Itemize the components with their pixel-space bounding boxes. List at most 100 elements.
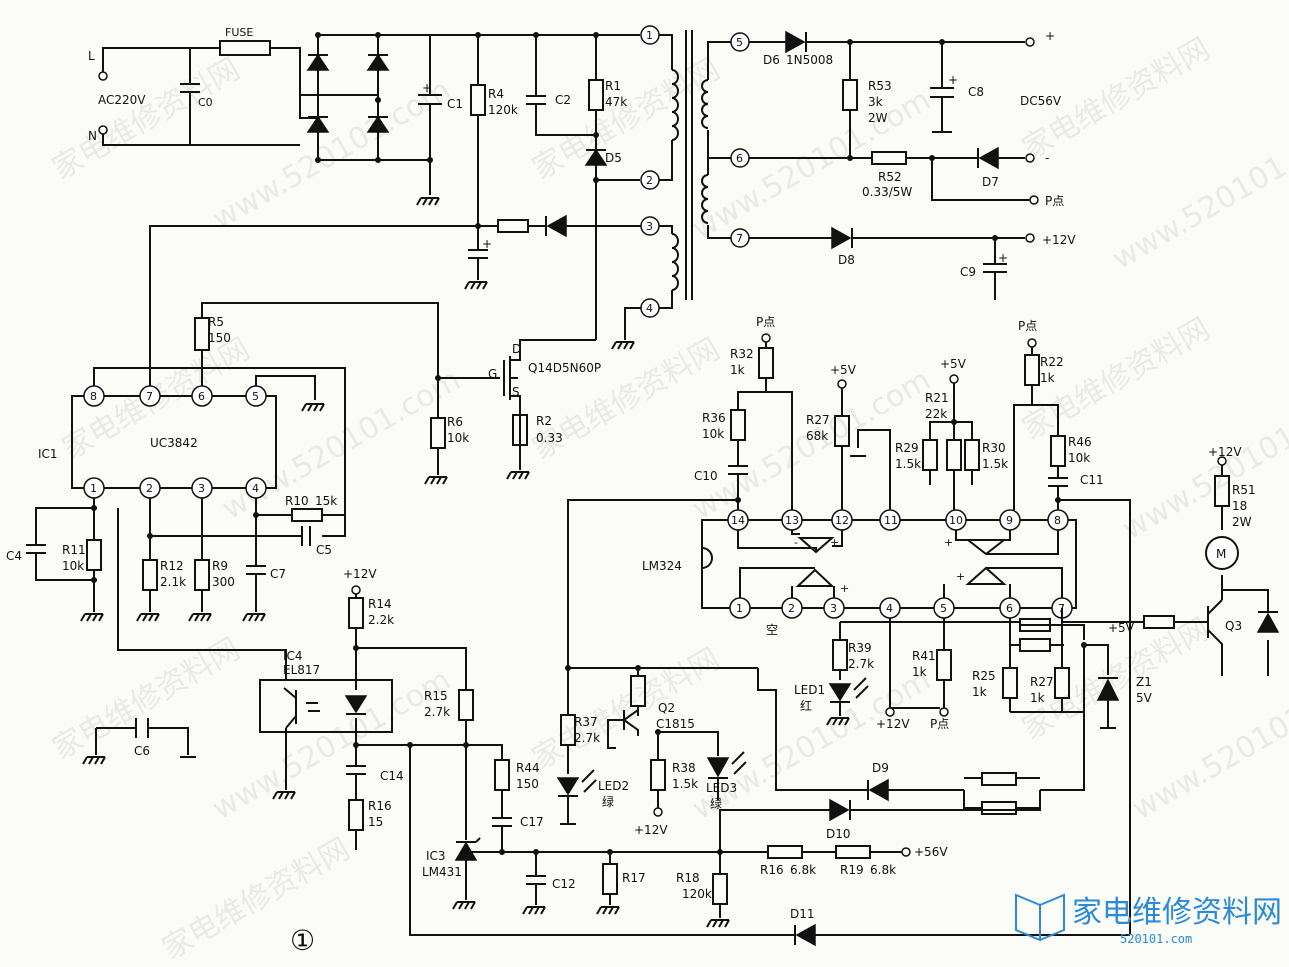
- component-label: C17: [520, 815, 544, 829]
- component-label: +12V: [634, 823, 668, 837]
- component-label: R12: [160, 559, 184, 573]
- component-label: 9: [1006, 514, 1013, 527]
- component-label: 2: [788, 602, 795, 615]
- component-label: +12V: [876, 717, 910, 731]
- component-label: 2.7k: [848, 657, 874, 671]
- secondary-side: 5 6 7 D6 1N5008 R53 3k 2W + C8 + DC56V R…: [701, 29, 1076, 300]
- component-label: 家电维修资料网: [527, 642, 726, 777]
- component-label: 22k: [925, 407, 947, 421]
- component-label: R2: [536, 414, 552, 428]
- component-label: C14: [380, 769, 404, 783]
- component-label: 3: [830, 602, 837, 615]
- component-label: 2.2k: [368, 613, 394, 627]
- component-label: C8: [968, 85, 984, 99]
- component-label: 绿: [602, 794, 614, 809]
- component-label: +12V: [1042, 233, 1076, 247]
- component-label: R16: [760, 863, 784, 877]
- component-label: 2: [646, 174, 653, 187]
- component-label: R5: [208, 315, 224, 329]
- component-label: 1.5k: [895, 457, 921, 471]
- component-label: 13: [785, 514, 799, 527]
- component-label: 6.8k: [870, 863, 896, 877]
- component-label: 7: [146, 390, 153, 403]
- component-label: C2: [555, 93, 571, 107]
- component-label: 150: [516, 777, 539, 791]
- ac-input-section: L N AC220V FUSE C0: [88, 26, 430, 163]
- component-label: C0: [198, 96, 213, 109]
- component-label: 4: [252, 482, 259, 495]
- component-label: L: [88, 49, 95, 63]
- component-label: +5V: [1108, 621, 1135, 635]
- component-label: 2: [146, 482, 153, 495]
- component-label: +: [830, 536, 839, 549]
- component-label: C1815: [656, 717, 695, 731]
- component-label: 1: [646, 29, 653, 42]
- component-label: 8: [90, 390, 97, 403]
- component-label: 150: [208, 331, 231, 345]
- component-label: LED1: [794, 683, 825, 697]
- component-label: 4: [646, 302, 653, 315]
- component-label: Q3: [1225, 619, 1242, 633]
- component-label: R17: [622, 871, 646, 885]
- component-label: 520101.com: [1120, 932, 1192, 946]
- component-label: R10: [285, 494, 309, 508]
- component-label: 14: [731, 514, 745, 527]
- component-label: 0.33: [536, 431, 563, 445]
- component-label: P点: [930, 717, 949, 731]
- component-label: R18: [676, 871, 700, 885]
- component-label: C5: [316, 543, 332, 557]
- uc3842-section: IC1 UC3842 8 7 6 5 1 2 3 4 R5 150 R6 10k…: [6, 302, 601, 680]
- component-label: +56V: [914, 845, 948, 859]
- component-label: 300: [212, 575, 235, 589]
- component-label: R32: [730, 347, 754, 361]
- component-label: R11: [62, 543, 86, 557]
- component-label: R39: [848, 641, 872, 655]
- component-label: C12: [552, 877, 576, 891]
- component-label: 1k: [1040, 371, 1055, 385]
- component-label: +: [944, 536, 953, 549]
- component-label: 6.8k: [790, 863, 816, 877]
- component-label: M: [1216, 547, 1226, 561]
- component-label: www.520101.com: [207, 72, 457, 237]
- component-label: R14: [368, 597, 392, 611]
- component-label: 5: [940, 602, 947, 615]
- component-label: R21: [925, 391, 949, 405]
- component-label: 家电维修资料网: [1072, 895, 1282, 930]
- component-label: 18: [1232, 499, 1247, 513]
- component-label: D: [512, 342, 521, 356]
- component-label: 红: [800, 698, 812, 713]
- component-label: 4: [886, 602, 893, 615]
- component-label: www.520101.com: [1117, 382, 1289, 547]
- component-label: 120k: [488, 103, 518, 117]
- component-label: 3: [646, 220, 653, 233]
- component-label: FUSE: [225, 26, 253, 39]
- component-label: 3k: [868, 95, 883, 109]
- component-label: R46: [1068, 435, 1092, 449]
- component-label: DC56V: [1020, 94, 1062, 108]
- component-label: D8: [838, 253, 855, 267]
- component-label: C7: [270, 567, 286, 581]
- component-label: +: [1045, 29, 1055, 43]
- component-label: R6: [447, 415, 463, 429]
- component-label: +5V: [940, 357, 967, 371]
- component-label: R44: [516, 761, 540, 775]
- component-label: +: [482, 237, 492, 251]
- component-label: 1k: [912, 665, 927, 679]
- component-label: IC1: [38, 447, 58, 461]
- component-label: R51: [1232, 483, 1256, 497]
- component-label: www.520101.com: [1107, 112, 1289, 277]
- component-label: 2W: [868, 111, 888, 125]
- component-label: +: [422, 81, 432, 95]
- component-label: ①: [290, 924, 315, 957]
- component-label: +5V: [830, 363, 857, 377]
- feedback-section: IC4 EL817 +12V R14 2.2k R15 2.7k C14 R16…: [82, 567, 1130, 957]
- component-label: P点: [1018, 319, 1037, 333]
- component-label: 空: [766, 623, 778, 637]
- component-label: P点: [1045, 194, 1064, 208]
- component-label: 1.5k: [672, 777, 698, 791]
- component-label: G: [488, 367, 497, 381]
- component-label: 2.7k: [424, 705, 450, 719]
- component-label: Q2: [658, 701, 675, 715]
